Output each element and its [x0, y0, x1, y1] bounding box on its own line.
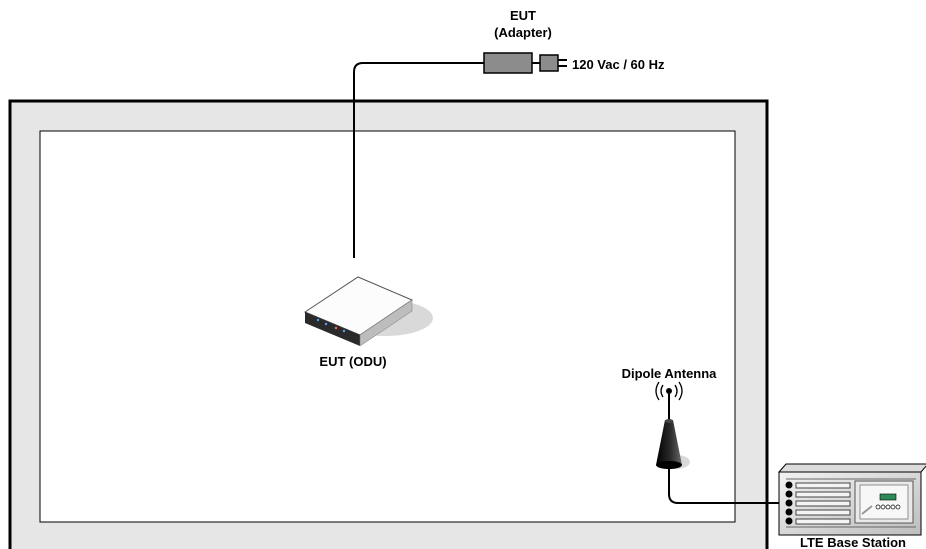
- power-source-label: 120 Vac / 60 Hz: [572, 57, 665, 72]
- power-plug-icon: [539, 54, 567, 72]
- dipole-antenna-label: Dipole Antenna: [622, 366, 718, 381]
- base-station-rack-icon: [777, 463, 926, 536]
- eut-odu-label: EUT (ODU): [319, 354, 386, 369]
- router-icon: [303, 276, 433, 347]
- dipole-antenna-icon: [656, 394, 690, 469]
- radio-waves-icon: [655, 381, 683, 401]
- adapter-cable: [353, 62, 484, 258]
- eut-adapter-label-line2: (Adapter): [494, 25, 552, 40]
- power-adapter-icon: [483, 52, 540, 74]
- antenna-cable: [668, 469, 790, 504]
- lte-base-station-label: LTE Base Station: [800, 535, 906, 549]
- eut-adapter-label-line1: EUT: [510, 8, 536, 23]
